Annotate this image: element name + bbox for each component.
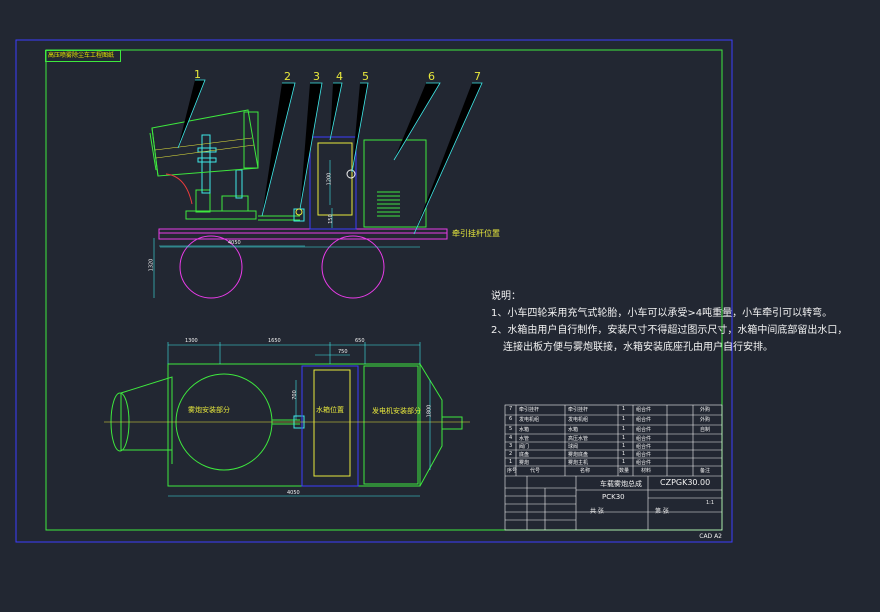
bom-cell-code: 牵引挂杆	[519, 407, 540, 413]
cannon-barrel	[151, 109, 259, 177]
bom-cell-name: 球阀	[568, 444, 579, 450]
water-tank-plan	[301, 365, 359, 487]
bom-cell-code: 阀门	[519, 444, 530, 450]
bom-cell-name: 水箱	[568, 427, 579, 433]
bom-cell-name: 发电机组	[568, 417, 589, 423]
bom-cell-note: 外购	[700, 407, 711, 413]
tb-header-code: 代号	[530, 468, 541, 474]
bom-cell-no: 1	[509, 459, 513, 465]
tb-drawing-no: CZPGK30.00	[660, 478, 711, 487]
bom-cell-mat: 组合件	[636, 407, 652, 413]
bom-cell-mat: 组合件	[636, 460, 652, 466]
dim-plan-2: 1650	[268, 338, 281, 344]
dim-side-height2: 1200	[326, 172, 333, 186]
callout-5: 5	[362, 70, 369, 83]
drawing-notes: 说明： 1、小车四轮采用充气式轮胎，小车可以承受>4吨重量，小车牵引可以转弯。 …	[491, 288, 847, 356]
bom-cell-code: 水管	[519, 436, 530, 442]
generator-side	[363, 139, 427, 228]
dim-plan-6: 1800	[426, 404, 433, 418]
bom-cell-note: 自制	[700, 427, 711, 433]
bom-cell-qty: 1	[622, 406, 626, 412]
callout-1: 1	[194, 68, 201, 81]
bom-cell-qty: 1	[622, 416, 626, 422]
bom-cell-qty: 1	[622, 426, 626, 432]
dim-side-height: 1320	[148, 258, 155, 272]
water-tank-side	[309, 136, 357, 230]
bom-cell-note: 外购	[700, 417, 711, 423]
bom-cell-no: 3	[509, 443, 513, 449]
tb-header-no: 序号	[507, 468, 518, 474]
bom-cell-mat: 组合件	[636, 417, 652, 423]
tb-scale: 1:1	[706, 500, 715, 506]
notes-heading: 说明：	[491, 291, 521, 302]
bom-cell-name: 雾炮底盘	[568, 452, 589, 458]
bom-cell-code: 底盘	[519, 452, 530, 458]
corner-title: 高压喷雾除尘车工程图纸	[45, 50, 121, 62]
bom-cell-qty: 1	[622, 459, 626, 465]
bom-cell-mat: 组合件	[636, 427, 652, 433]
bom-cell-qty: 1	[622, 451, 626, 457]
bom-cell-qty: 1	[622, 443, 626, 449]
wheel-rear	[179, 235, 243, 299]
notes-line-2: 2、水箱由用户自行制作，安装尺寸不得超过图示尺寸，水箱中间底部留出水口，	[491, 325, 848, 336]
bom-cell-code: 发电机组	[519, 417, 540, 423]
notes-line-3: 连接出板方便与雾炮联接，水箱安装底座孔由用户自行安排。	[503, 342, 773, 353]
tb-model: PCK30	[602, 493, 625, 501]
bom-cell-no: 4	[509, 435, 513, 441]
callout-4: 4	[336, 70, 343, 83]
bom-cell-mat: 组合件	[636, 452, 652, 458]
bom-cell-no: 5	[509, 426, 513, 432]
bom-cell-mat: 组合件	[636, 444, 652, 450]
dim-plan-4: 650	[355, 338, 365, 344]
callout-6: 6	[428, 70, 435, 83]
dim-side-h3: 150	[327, 214, 334, 224]
callout-3: 3	[313, 70, 320, 83]
tb-header-mat: 材料	[641, 468, 652, 474]
bom-cell-qty: 1	[622, 435, 626, 441]
tb-header-name: 名称	[580, 468, 591, 474]
plan-tank-label: 水箱位置	[316, 406, 344, 414]
bom-cell-code: 水箱	[519, 427, 530, 433]
callout-2: 2	[284, 70, 291, 83]
bom-cell-mat: 组合件	[636, 436, 652, 442]
bom-cell-no: 2	[509, 451, 513, 457]
tb-header-note: 备注	[700, 468, 711, 474]
dim-plan-total: 4050	[287, 490, 300, 496]
plan-cannon-label: 雾炮安装部分	[188, 406, 230, 414]
tb-sheet: 第 张	[655, 508, 669, 515]
tb-header-qty: 数量	[619, 468, 630, 474]
bom-cell-code: 雾炮	[519, 460, 530, 466]
bom-cell-name: 雾炮主机	[568, 460, 589, 466]
inner-border	[45, 49, 723, 531]
dim-plan-3: 750	[338, 349, 348, 355]
notes-line-1: 1、小车四轮采用充气式轮胎，小车可以承受>4吨重量，小车牵引可以转弯。	[491, 308, 833, 319]
bom-cell-name: 高压水管	[568, 436, 589, 442]
tb-drawing-name: 车载雾炮总成	[600, 480, 642, 488]
bom-cell-no: 6	[509, 416, 513, 422]
title-block	[504, 404, 723, 531]
dim-plan-1: 1300	[185, 338, 198, 344]
dim-plan-5: 700	[291, 390, 298, 400]
dim-side-length: 4050	[228, 240, 241, 246]
tb-sheets: 共 张	[590, 508, 604, 515]
callout-7: 7	[474, 70, 481, 83]
bom-cell-no: 7	[509, 406, 513, 412]
generator-plan	[363, 365, 419, 485]
chassis-deck	[158, 228, 448, 240]
tow-bar-label: 牵引挂杆位置	[452, 229, 500, 238]
wheel-front	[321, 235, 385, 299]
bom-cell-name: 牵引挂杆	[568, 407, 589, 413]
outer-border	[15, 39, 733, 543]
plan-generator-label: 发电机安装部分	[372, 407, 421, 415]
sheet-size-label: CAD A2	[699, 533, 722, 540]
